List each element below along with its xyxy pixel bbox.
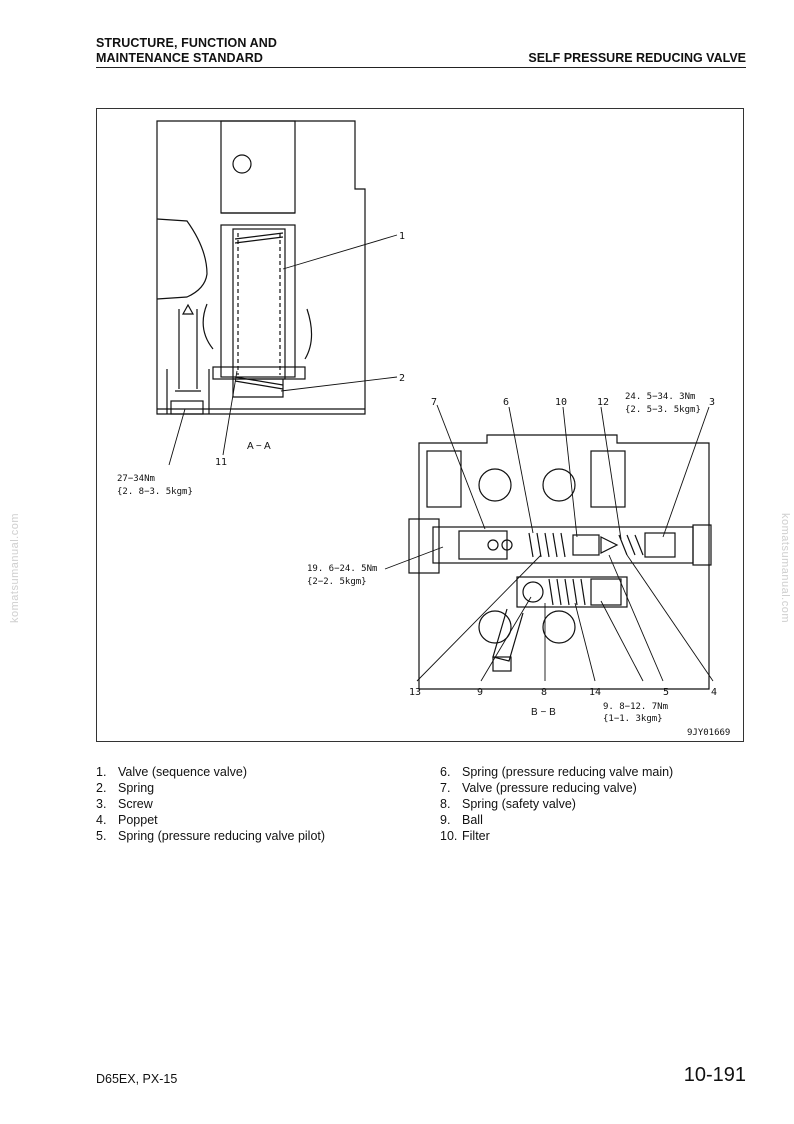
torque-bb-top-kgm: {2. 5−3. 5kgm} (625, 405, 701, 415)
legend-item: 9.Ball (440, 813, 483, 827)
section-aa-drawing (156, 120, 366, 415)
legend-item: 3.Screw (96, 797, 153, 811)
torque-bb-bottom-kgm: {1−1. 3kgm} (603, 714, 663, 724)
callout-3: 3 (709, 397, 715, 408)
callout-12: 12 (597, 397, 609, 408)
torque-bb-bottom-nm: 9. 8−12. 7Nm (603, 702, 668, 712)
callout-8: 8 (541, 687, 547, 698)
torque-aa-kgm: {2. 8−3. 5kgm} (117, 487, 193, 497)
header-title-line2: MAINTENANCE STANDARD (96, 51, 264, 65)
legend-item: 1.Valve (sequence valve) (96, 765, 248, 779)
torque-bb-top-nm: 24. 5−34. 3Nm (625, 392, 695, 402)
torque-bb-left-kgm: {2−2. 5kgm} (307, 577, 367, 587)
footer-model: D65EX, PX-15 (96, 1072, 178, 1086)
callout-6: 6 (503, 397, 509, 408)
section-label-bb: B − B (531, 707, 556, 718)
legend-item: 10.Filter (440, 829, 490, 843)
section-label-aa: A − A (247, 441, 271, 452)
parts-legend-left: 1.Valve (sequence valve) 2.Spring 3.Scre… (96, 764, 325, 844)
valve-cross-section-figure: 1 2 11 A − A 27−34Nm {2. 8−3. 5kgm} 7 6 … (96, 108, 744, 742)
legend-item: 5.Spring (pressure reducing valve pilot) (96, 829, 326, 843)
callout-10: 10 (555, 397, 567, 408)
callout-2: 2 (399, 373, 405, 384)
legend-item: 8.Spring (safety valve) (440, 797, 576, 811)
header-page-topic: SELF PRESSURE REDUCING VALVE (528, 51, 746, 65)
callout-13: 13 (409, 687, 421, 698)
watermark-left: komatsumanual.com (9, 513, 21, 623)
legend-item: 6.Spring (pressure reducing valve main) (440, 765, 674, 779)
watermark-right: komatsumanual.com (779, 513, 791, 623)
torque-bb-left-nm: 19. 6−24. 5Nm (307, 564, 377, 574)
header-title-line1: STRUCTURE, FUNCTION AND (96, 36, 277, 50)
torque-aa-nm: 27−34Nm (117, 474, 155, 484)
parts-legend-right: 6.Spring (pressure reducing valve main) … (440, 764, 673, 844)
header-section-title: STRUCTURE, FUNCTION AND MAINTENANCE STAN… (96, 36, 277, 66)
legend-item: 7.Valve (pressure reducing valve) (440, 781, 637, 795)
legend-item: 2.Spring (96, 781, 155, 795)
figure-code: 9JY01669 (687, 728, 730, 738)
callout-7: 7 (431, 397, 437, 408)
callout-4: 4 (711, 687, 717, 698)
valve-drawing: 1 2 11 A − A 27−34Nm {2. 8−3. 5kgm} 7 6 … (117, 120, 730, 738)
legend-item: 4.Poppet (96, 813, 158, 827)
callout-1: 1 (399, 231, 405, 242)
footer-page-number: 10-191 (683, 1064, 746, 1086)
callout-14: 14 (589, 687, 601, 698)
callout-9: 9 (477, 687, 483, 698)
callout-leaders (168, 234, 714, 682)
section-bb-drawing (408, 434, 712, 690)
header-divider (96, 67, 746, 68)
callout-5: 5 (663, 687, 669, 698)
callout-11: 11 (215, 457, 227, 468)
